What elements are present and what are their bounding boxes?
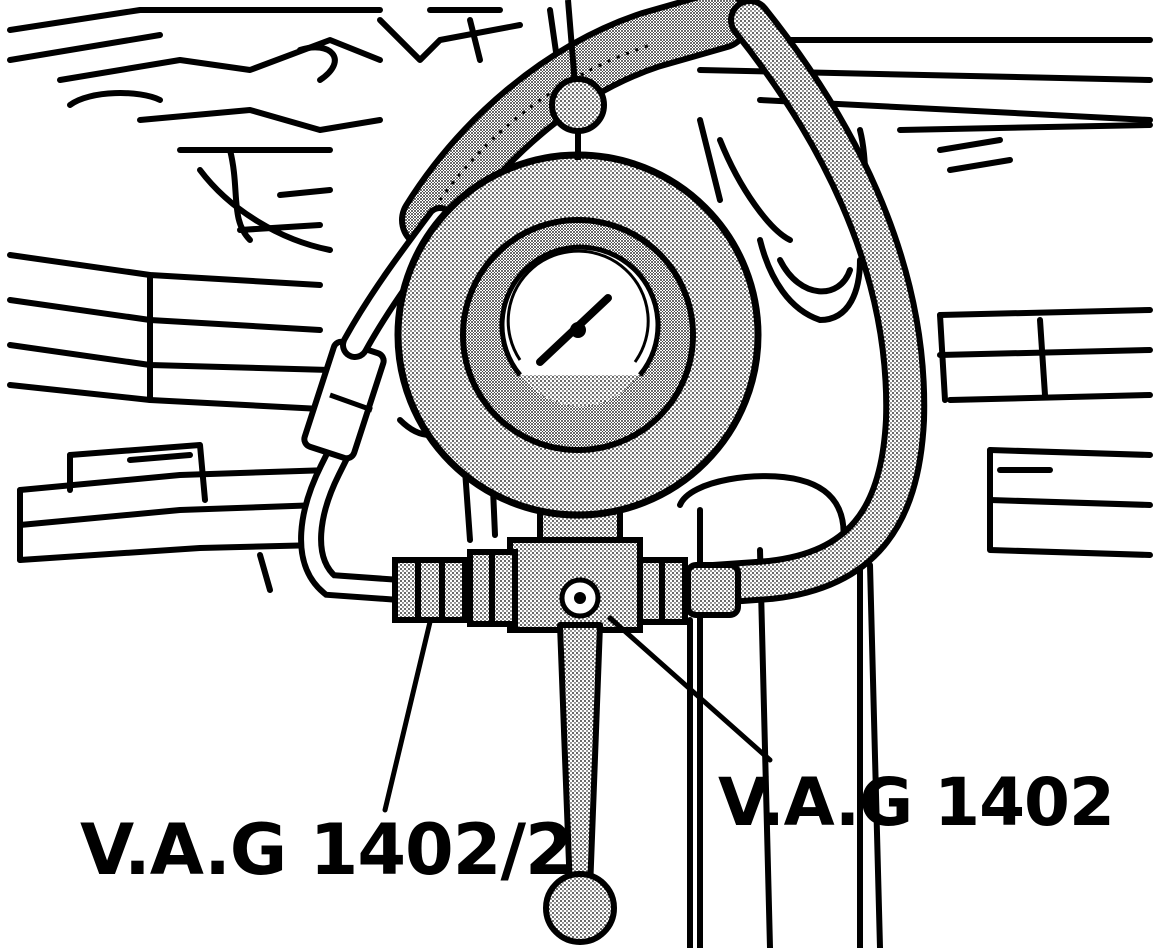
gauge-hanger-hook [549, 0, 607, 160]
engine-background-lines [7, 7, 1153, 948]
shut-off-valve-lever [543, 622, 617, 945]
leader-line-adapter [382, 619, 433, 813]
callout-leader-lines [382, 615, 773, 813]
label-adapter: V.A.G 1402/2 [80, 809, 574, 891]
fuel-hose-right [678, 0, 928, 607]
adapter-fittings-left [392, 549, 518, 627]
label-gauge-set: V.A.G 1402 [718, 764, 1115, 841]
leader-line-gauge-set [607, 615, 773, 763]
fuel-hose-upper [399, 0, 751, 251]
adapter-fittings-right [637, 557, 741, 625]
pressure-gauge [394, 151, 762, 519]
